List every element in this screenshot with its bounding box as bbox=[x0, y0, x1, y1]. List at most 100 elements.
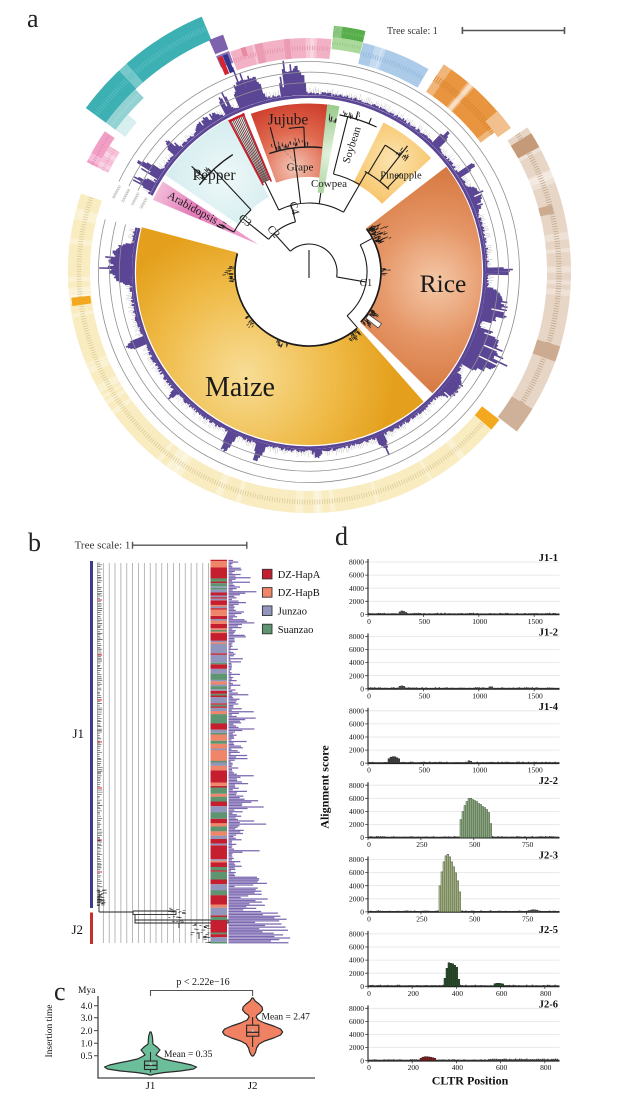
svg-text:0: 0 bbox=[367, 1063, 371, 1072]
svg-text:Suanzao: Suanzao bbox=[278, 625, 314, 636]
svg-text:2000: 2000 bbox=[349, 671, 364, 680]
svg-text:6000: 6000 bbox=[349, 943, 364, 952]
svg-text:200: 200 bbox=[408, 1063, 420, 1072]
svg-text:0: 0 bbox=[367, 840, 371, 849]
svg-text:250: 250 bbox=[416, 840, 428, 849]
svg-text:Tree scale: 1: Tree scale: 1 bbox=[75, 540, 131, 552]
svg-text:8000: 8000 bbox=[349, 855, 364, 864]
svg-text:500: 500 bbox=[419, 766, 431, 775]
svg-text:Mean = 0.35: Mean = 0.35 bbox=[164, 1050, 213, 1060]
svg-text:1500: 1500 bbox=[528, 617, 543, 626]
svg-text:6000: 6000 bbox=[349, 1017, 364, 1026]
svg-text:1000: 1000 bbox=[472, 617, 487, 626]
svg-text:2000: 2000 bbox=[349, 894, 364, 903]
svg-text:0.5: 0.5 bbox=[81, 1052, 93, 1062]
svg-text:8000: 8000 bbox=[349, 781, 364, 790]
svg-text:0: 0 bbox=[360, 759, 364, 768]
svg-text:p < 2.22e−16: p < 2.22e−16 bbox=[176, 977, 229, 988]
svg-text:6000: 6000 bbox=[349, 571, 364, 580]
svg-text:1500: 1500 bbox=[528, 766, 543, 775]
svg-text:c: c bbox=[54, 977, 66, 1006]
svg-text:750: 750 bbox=[522, 914, 534, 923]
svg-text:4000: 4000 bbox=[349, 584, 364, 593]
svg-text:800: 800 bbox=[540, 1063, 552, 1072]
svg-text:Jujube: Jujube bbox=[268, 112, 309, 129]
svg-text:J1-2: J1-2 bbox=[539, 627, 558, 638]
svg-text:Alignment score: Alignment score bbox=[318, 745, 332, 829]
svg-text:2000: 2000 bbox=[349, 746, 364, 755]
svg-text:4000: 4000 bbox=[349, 658, 364, 667]
svg-text:500000: 500000 bbox=[138, 197, 148, 210]
svg-text:J2-5: J2-5 bbox=[539, 925, 558, 936]
svg-text:Maize: Maize bbox=[205, 372, 275, 403]
svg-text:0: 0 bbox=[360, 684, 364, 693]
svg-text:2.0: 2.0 bbox=[81, 1027, 93, 1037]
svg-text:CLTR Position: CLTR Position bbox=[432, 1074, 509, 1088]
svg-text:0: 0 bbox=[360, 610, 364, 619]
svg-text:0: 0 bbox=[360, 833, 364, 842]
svg-text:2000000: 2000000 bbox=[120, 188, 131, 203]
svg-text:1500: 1500 bbox=[528, 691, 543, 700]
svg-text:Mean = 2.47: Mean = 2.47 bbox=[262, 1013, 311, 1023]
svg-text:Cowpea: Cowpea bbox=[311, 178, 347, 190]
svg-text:1000: 1000 bbox=[472, 691, 487, 700]
svg-text:4000: 4000 bbox=[349, 807, 364, 816]
svg-text:0: 0 bbox=[367, 617, 371, 626]
svg-text:Pineapple: Pineapple bbox=[380, 171, 422, 182]
svg-text:Tree scale: 1: Tree scale: 1 bbox=[387, 26, 438, 37]
svg-text:J1: J1 bbox=[146, 1080, 156, 1092]
svg-text:250: 250 bbox=[416, 914, 428, 923]
svg-text:2000: 2000 bbox=[349, 969, 364, 978]
svg-text:0: 0 bbox=[360, 982, 364, 991]
svg-text:1000000: 1000000 bbox=[129, 191, 140, 206]
svg-text:600: 600 bbox=[496, 989, 508, 998]
svg-text:J2: J2 bbox=[71, 922, 83, 937]
svg-text:J2: J2 bbox=[248, 1080, 258, 1092]
svg-text:Insertion time: Insertion time bbox=[45, 1004, 55, 1057]
svg-text:0: 0 bbox=[367, 691, 371, 700]
svg-text:500: 500 bbox=[469, 840, 481, 849]
svg-text:4.0: 4.0 bbox=[81, 1002, 93, 1012]
svg-text:750: 750 bbox=[522, 840, 534, 849]
svg-text:J2-3: J2-3 bbox=[539, 851, 558, 862]
svg-text:4000: 4000 bbox=[349, 733, 364, 742]
svg-text:4000: 4000 bbox=[349, 1030, 364, 1039]
svg-text:d: d bbox=[335, 522, 348, 551]
svg-text:0: 0 bbox=[360, 908, 364, 917]
svg-text:3000000: 3000000 bbox=[111, 184, 122, 199]
svg-text:DZ-HapB: DZ-HapB bbox=[278, 588, 320, 599]
svg-text:0: 0 bbox=[367, 989, 371, 998]
svg-text:Junzao: Junzao bbox=[278, 607, 307, 618]
svg-text:800: 800 bbox=[540, 989, 552, 998]
svg-text:8000: 8000 bbox=[349, 930, 364, 939]
svg-text:b: b bbox=[28, 528, 41, 557]
svg-text:4000: 4000 bbox=[349, 881, 364, 890]
svg-text:0: 0 bbox=[360, 1056, 364, 1065]
svg-text:400: 400 bbox=[452, 1063, 464, 1072]
svg-text:J2-6: J2-6 bbox=[539, 999, 558, 1010]
svg-text:Rice: Rice bbox=[420, 269, 467, 298]
svg-text:6000: 6000 bbox=[349, 720, 364, 729]
svg-text:Mya: Mya bbox=[78, 986, 96, 996]
svg-text:6000: 6000 bbox=[349, 794, 364, 803]
svg-text:8000: 8000 bbox=[349, 558, 364, 567]
svg-text:a: a bbox=[27, 4, 39, 33]
svg-text:200: 200 bbox=[408, 989, 420, 998]
svg-text:500: 500 bbox=[469, 914, 481, 923]
svg-text:8000: 8000 bbox=[349, 1004, 364, 1013]
svg-text:0: 0 bbox=[367, 914, 371, 923]
svg-text:8000: 8000 bbox=[349, 706, 364, 715]
svg-text:500: 500 bbox=[419, 617, 431, 626]
svg-text:J1-4: J1-4 bbox=[539, 702, 559, 713]
svg-text:J2-2: J2-2 bbox=[539, 776, 558, 787]
svg-text:J1: J1 bbox=[72, 726, 84, 741]
svg-text:Grape: Grape bbox=[287, 162, 314, 174]
svg-text:C4: C4 bbox=[286, 200, 301, 216]
svg-text:Pepper: Pepper bbox=[192, 167, 236, 184]
svg-text:6000: 6000 bbox=[349, 868, 364, 877]
svg-text:8000: 8000 bbox=[349, 632, 364, 641]
svg-text:2000: 2000 bbox=[349, 597, 364, 606]
svg-text:2000: 2000 bbox=[349, 1043, 364, 1052]
svg-text:600: 600 bbox=[496, 1063, 508, 1072]
svg-text:400: 400 bbox=[452, 989, 464, 998]
